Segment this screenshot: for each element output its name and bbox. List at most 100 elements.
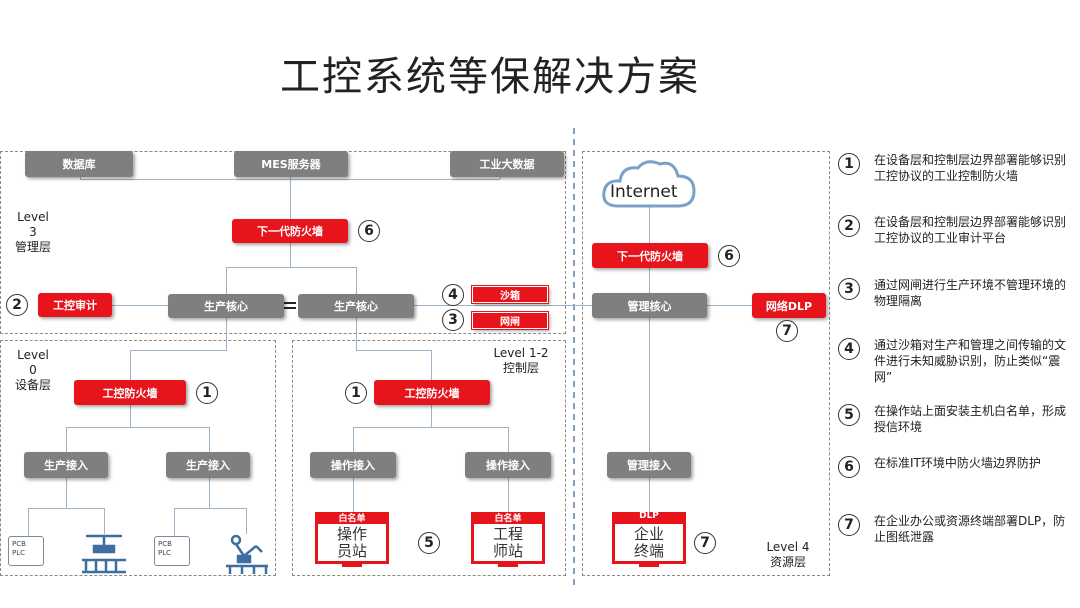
link-fw-left-up [130, 350, 131, 380]
link-mgmt-dlp [707, 305, 752, 306]
legend-text: 在标准IT环境中防火墙边界防护 [874, 456, 1041, 470]
link-core1 [226, 267, 227, 294]
legend-num: 5 [838, 404, 860, 426]
enterprise-terminal-label: 企业终端 [633, 525, 664, 560]
monitor-stand [639, 564, 659, 567]
link-access2 [209, 427, 210, 452]
operation-access-1-node[interactable]: 操作接入 [310, 452, 396, 478]
link-core-double-a [284, 302, 296, 304]
link-core2-mgmt [414, 305, 592, 306]
dlp-label: DLP [639, 511, 659, 521]
link-mes-fw [290, 166, 291, 220]
production-core-2-node[interactable]: 生产核心 [298, 294, 414, 318]
link-op2-station [508, 478, 509, 512]
ics-firewall-control-node[interactable]: 工控防火墙 [374, 380, 490, 405]
production-access-2-node[interactable]: 生产接入 [166, 452, 250, 478]
link-robot2 [246, 508, 247, 534]
link-audit [112, 305, 168, 306]
legend-num: 4 [838, 338, 860, 360]
legend-num: 1 [838, 153, 860, 175]
marker-6: 6 [358, 220, 380, 242]
marker-1: 1 [196, 382, 218, 404]
zone-control [292, 340, 566, 576]
link-mgmt-access [649, 318, 650, 452]
legend-text: 通过沙箱对生产和管理之间传输的文件进行未知威胁识别，防止类似“震网” [874, 338, 1067, 384]
enterprise-terminal[interactable]: DLP 企业终端 [612, 511, 686, 570]
operator-station-label: 操作员站 [336, 525, 367, 560]
robot-arm-icon [226, 534, 268, 574]
link-core2-down [356, 318, 357, 350]
marker-4: 4 [442, 284, 464, 306]
whitelist-label: 白名单 [338, 514, 366, 524]
link-fw-mid-up [431, 350, 432, 380]
legend-text: 在设备层和控制层边界部署能够识别工控协议的工业控制防火墙 [874, 153, 1067, 183]
marker-5: 5 [418, 532, 440, 554]
internet-label: Internet [610, 182, 678, 202]
link-fw-down [290, 243, 291, 267]
ics-audit-node[interactable]: 工控审计 [38, 293, 112, 317]
marker-2: 2 [6, 294, 28, 316]
marker-1: 1 [345, 382, 367, 404]
zone-resource [582, 151, 830, 576]
database-node[interactable]: 数据库 [25, 151, 133, 177]
link-fw-left-down [130, 405, 131, 427]
link-core-double-b [284, 307, 296, 309]
mes-server-node[interactable]: MES服务器 [234, 151, 348, 177]
link-core2-fw [356, 350, 431, 351]
link-fw-mgmt [649, 268, 650, 294]
zone-separator [573, 128, 575, 588]
legend-num: 6 [838, 456, 860, 478]
operator-station[interactable]: 白名单 操作员站 [315, 512, 389, 570]
management-core-node[interactable]: 管理核心 [592, 293, 707, 318]
network-dlp-node[interactable]: 网络DLP [752, 293, 826, 318]
production-access-1-node[interactable]: 生产接入 [24, 452, 108, 478]
management-access-node[interactable]: 管理接入 [607, 452, 691, 478]
ics-firewall-device-node[interactable]: 工控防火墙 [74, 380, 186, 405]
link-op2 [508, 427, 509, 452]
legend-num: 7 [838, 514, 860, 536]
legend-text: 在企业办公或资源终端部署DLP，防止图纸泄露 [874, 514, 1066, 544]
internet-cloud-icon [602, 160, 696, 208]
big-data-node[interactable]: 工业大数据 [450, 151, 564, 177]
link-op-bus [353, 427, 508, 428]
legend-text: 通过网闸进行生产环境不管理环境的物理隔离 [874, 278, 1067, 308]
link-fw-mid-down [431, 405, 432, 427]
link-core-bus [226, 267, 356, 268]
engineer-station[interactable]: 白名单 工程师站 [471, 512, 545, 570]
marker-6: 6 [718, 245, 740, 267]
legend-text: 在设备层和控制层边界部署能够识别工控协议的工业审计平台 [874, 215, 1067, 245]
link-access-bus [66, 427, 209, 428]
monitor-stand [342, 564, 362, 567]
operation-access-2-node[interactable]: 操作接入 [465, 452, 551, 478]
whitelist-label: 白名单 [494, 514, 522, 524]
link-plc1 [28, 508, 29, 536]
network-gap-node[interactable]: 网闸 [472, 312, 548, 329]
link-access1-down [66, 478, 67, 508]
ngfw-management-node[interactable]: 下一代防火墙 [232, 219, 348, 243]
zone-device [0, 340, 276, 576]
link-core1-fw [130, 350, 227, 351]
sandbox-node[interactable]: 沙箱 [472, 286, 548, 303]
link-dev2-bus [174, 508, 246, 509]
legend-num: 2 [838, 215, 860, 237]
conveyor-robot-icon [82, 534, 126, 574]
link-op1 [353, 427, 354, 452]
link-core2 [356, 267, 357, 294]
marker-3: 3 [442, 309, 464, 331]
production-core-1-node[interactable]: 生产核心 [168, 294, 284, 318]
marker-7: 7 [776, 320, 798, 342]
page-title: 工控系统等保解决方案 [280, 54, 700, 100]
legend-num: 3 [838, 278, 860, 300]
link-plc2 [174, 508, 175, 536]
link-access-dlp [649, 478, 650, 512]
link-op1-station [353, 478, 354, 512]
link-robot1 [104, 508, 105, 534]
ngfw-resource-node[interactable]: 下一代防火墙 [592, 243, 708, 268]
link-dev1-bus [28, 508, 104, 509]
engineer-station-label: 工程师站 [492, 525, 523, 560]
